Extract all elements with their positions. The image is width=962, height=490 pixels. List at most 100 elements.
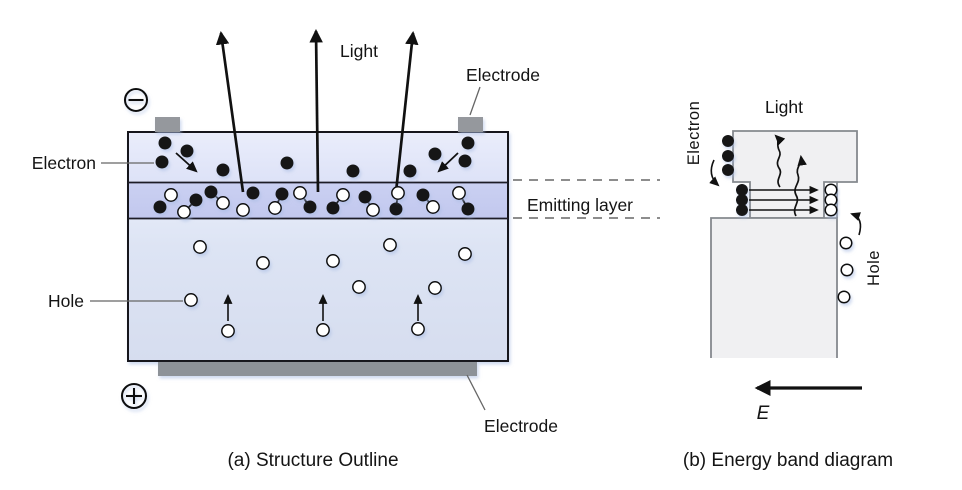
dot: [366, 203, 380, 217]
dot: [428, 281, 442, 295]
electrode-top-leader-line: [469, 86, 481, 116]
dot: [180, 144, 194, 158]
electron-dots: [155, 136, 475, 178]
electrodes: [155, 117, 483, 376]
dot: [839, 236, 853, 250]
hole-label-b: Hole: [865, 250, 883, 286]
dot: [316, 323, 330, 337]
dot: [153, 200, 167, 214]
dot: [189, 193, 203, 207]
dot: [177, 205, 191, 219]
dot: [416, 188, 430, 202]
electron-motion-arrows: [175, 152, 459, 173]
dot: [303, 200, 317, 214]
electron-label-a: Electron: [32, 153, 96, 173]
dot: [403, 164, 417, 178]
wavy-arrow-1: [774, 134, 786, 188]
dot: [722, 135, 734, 147]
dot: [352, 280, 366, 294]
panel-b-caption: (b) Energy band diagram: [683, 450, 893, 471]
dot: [837, 290, 851, 304]
dot: [164, 188, 178, 202]
panel-b-energy-band-diagram: Electron Light Hole E (b) Energy band di…: [683, 97, 893, 471]
emitting-layer-black-dots: [153, 185, 475, 216]
dot: [336, 188, 350, 202]
hole-transport-layer: [128, 218, 508, 361]
recombination-arrows: [749, 185, 819, 215]
dot: [216, 163, 230, 177]
hole-pocket-dots: [824, 183, 838, 217]
hole-edge-dots: [837, 236, 854, 304]
dot: [326, 254, 340, 268]
dot: [391, 186, 405, 200]
dot: [326, 201, 340, 215]
dot: [280, 156, 294, 170]
dot: [461, 136, 475, 150]
electron-pocket-dots: [736, 184, 748, 216]
lower-band-fill: [711, 218, 837, 358]
dot: [155, 155, 169, 169]
dot: [358, 190, 372, 204]
hole-motion-arrows: [223, 294, 423, 321]
dot: [346, 164, 360, 178]
line: [437, 152, 459, 173]
light-label-b: Light: [765, 97, 803, 117]
hole-label-a: Hole: [48, 291, 84, 311]
dot: [426, 200, 440, 214]
emitting-layer-callout: [513, 179, 660, 219]
electrode-bottom-leader-line: [466, 374, 486, 411]
e-field-label: E: [757, 403, 770, 424]
electron-edge-dots: [722, 135, 734, 176]
dot: [722, 164, 734, 176]
dot: [458, 247, 472, 261]
line: [309, 28, 323, 193]
upper-band: [732, 130, 858, 219]
device-stack: [127, 131, 509, 362]
hole-rise-arrow: [850, 212, 862, 236]
dot: [461, 202, 475, 216]
dot: [221, 324, 235, 338]
dot: [458, 154, 472, 168]
bottom-electrode-bar: [158, 362, 477, 376]
dot: [736, 204, 748, 216]
dot: [236, 203, 250, 217]
negative-terminal-icon: [123, 87, 149, 113]
dot: [158, 136, 172, 150]
dot: [824, 203, 838, 217]
hole-dots: [184, 238, 472, 338]
photon-wavy-arrows: [774, 134, 807, 217]
dot: [722, 150, 734, 162]
panel-a-structure-outline: Light Electrode Electron Hole Emitting l…: [32, 28, 660, 471]
dot: [452, 186, 466, 200]
dot: [736, 194, 748, 206]
electron-drop-arrow: [709, 159, 720, 187]
dot: [293, 186, 307, 200]
dot: [256, 256, 270, 270]
dot: [246, 186, 260, 200]
light-label-a: Light: [340, 41, 378, 61]
dot: [275, 187, 289, 201]
positive-terminal-icon: [120, 382, 148, 410]
dot: [216, 196, 230, 210]
emitting-layer-label: Emitting layer: [527, 195, 633, 215]
dot: [184, 293, 198, 307]
energy-bands: [710, 130, 858, 358]
dot: [840, 263, 854, 277]
top-electrode-tab-right: [458, 117, 483, 132]
electrode-bottom-label: Electrode: [484, 416, 558, 436]
dot: [428, 147, 442, 161]
panel-a-caption: (a) Structure Outline: [227, 450, 398, 471]
dot: [736, 184, 748, 196]
dot: [389, 202, 403, 216]
dot: [268, 201, 282, 215]
dot: [193, 240, 207, 254]
dot: [204, 185, 218, 199]
electrode-top-label: Electrode: [466, 65, 540, 85]
electron-label-b: Electron: [685, 101, 703, 166]
line: [215, 30, 245, 193]
light-arrows: [215, 28, 419, 193]
top-electrode-tab-left: [155, 117, 180, 132]
lower-band-outline: [710, 217, 838, 358]
